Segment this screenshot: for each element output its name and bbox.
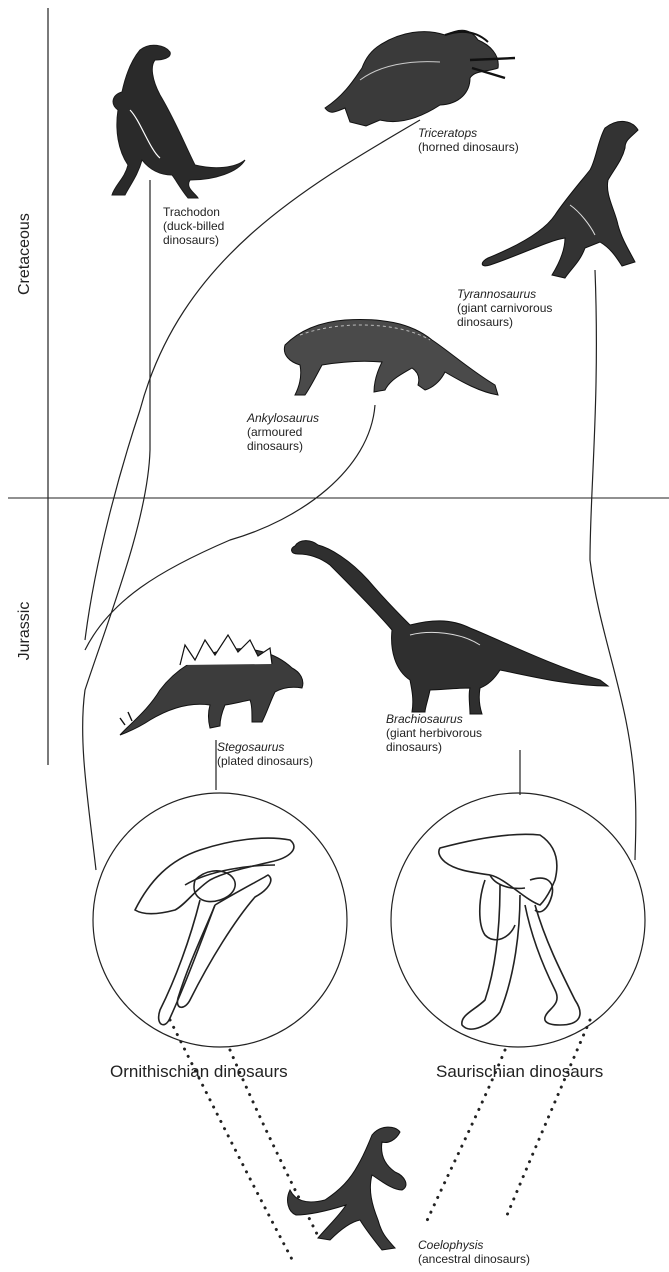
coelophysis-label: Coelophysis (ancestral dinosaurs) [418,1238,530,1266]
trachodon-name: Trachodon [163,205,224,219]
ankylosaurus-name: Ankylosaurus [247,411,319,425]
saurischian-hip-circle [391,793,645,1047]
ankylosaurus-label: Ankylosaurus (armoured dinosaurs) [247,411,319,453]
triceratops-illustration [325,30,515,126]
tyrannosaurus-name: Tyrannosaurus [457,287,552,301]
stegosaurus-illustration [120,635,303,735]
lineage-triceratops [85,120,420,640]
period-label-cretaceous: Cretaceous [16,215,34,295]
period-label-jurassic: Jurassic [16,601,34,661]
ornithischian-hip-circle [93,793,347,1047]
saurischian-pelvis-illustration [439,834,580,1029]
ankylosaurus-illustration [284,320,498,395]
stegosaurus-name: Stegosaurus [217,740,313,754]
lineage-tyrannosaurus [590,270,636,860]
stegosaurus-description: (plated dinosaurs) [217,754,313,768]
lineage-ankylosaurus [85,405,375,650]
trachodon-description: (duck-billed dinosaurs) [163,219,224,247]
triceratops-name: Triceratops [418,126,519,140]
tyrannosaurus-description: (giant carnivorous dinosaurs) [457,301,552,329]
brachiosaurus-description: (giant herbivorous dinosaurs) [386,726,482,754]
tyrannosaurus-label: Tyrannosaurus (giant carnivorous dinosau… [457,287,552,329]
trachodon-illustration [112,45,245,198]
ankylosaurus-description: (armoured dinosaurs) [247,425,319,453]
brachiosaurus-name: Brachiosaurus [386,712,482,726]
ornithischian-pelvis-illustration [135,838,294,1025]
coelophysis-name: Coelophysis [418,1238,530,1252]
saurischian-group-label: Saurischian dinosaurs [436,1062,603,1082]
trachodon-label: Trachodon (duck-billed dinosaurs) [163,205,224,247]
dotted-saurischian-outer [505,1020,590,1220]
coelophysis-description: (ancestral dinosaurs) [418,1252,530,1266]
coelophysis-illustration [288,1127,406,1250]
brachiosaurus-illustration [292,541,608,714]
triceratops-label: Triceratops (horned dinosaurs) [418,126,519,154]
ornithischian-group-label: Ornithischian dinosaurs [110,1062,288,1082]
triceratops-description: (horned dinosaurs) [418,140,519,154]
brachiosaurus-label: Brachiosaurus (giant herbivorous dinosau… [386,712,482,754]
stegosaurus-label: Stegosaurus (plated dinosaurs) [217,740,313,768]
lineage-trachodon [83,180,150,870]
